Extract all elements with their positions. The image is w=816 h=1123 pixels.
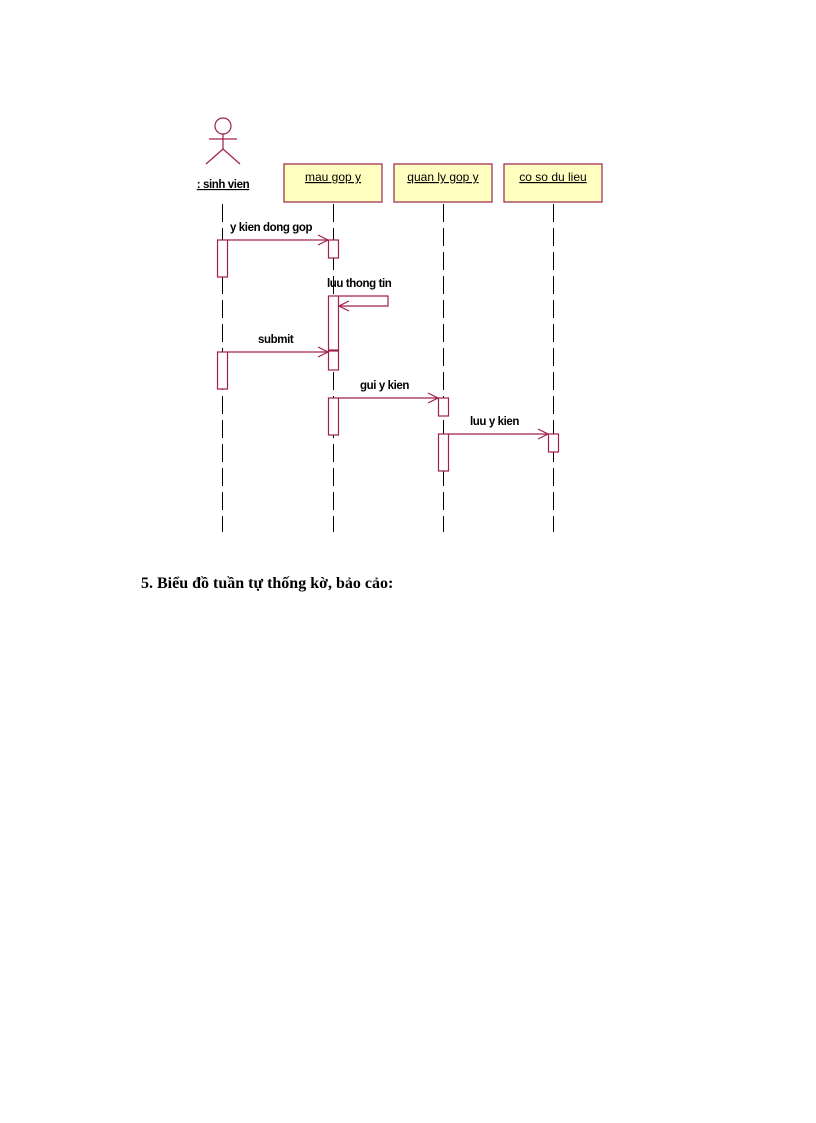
message-label: luu y kien (470, 416, 519, 428)
object-co-so-du-lieu: co so du lieu (503, 163, 603, 203)
actor-head-icon (214, 117, 232, 135)
object-label: mau gop y (305, 170, 361, 184)
arrow-head-icon (337, 300, 350, 312)
activation (216, 351, 229, 390)
actor-sinh-vien (205, 117, 241, 165)
message-luu-thong-tin (337, 295, 389, 312)
object-label: quan ly gop y (407, 170, 478, 184)
message-label: luu thong tin (327, 278, 392, 290)
messages (227, 234, 550, 440)
object-mau-gop-y: mau gop y (283, 163, 383, 203)
activations (216, 239, 560, 472)
activation (437, 433, 450, 472)
lifelines (222, 204, 554, 532)
object-label: co so du lieu (519, 170, 586, 184)
message-y-kien-dong-gop (227, 234, 330, 246)
section-heading: 5. Biểu đồ tuần tự thống kờ, bảo cảo: (141, 575, 394, 592)
arrow-head-icon (427, 392, 440, 404)
message-submit (227, 346, 330, 358)
activation (327, 350, 340, 371)
activation (327, 239, 340, 259)
message-label: gui y kien (360, 380, 409, 392)
activation (547, 433, 560, 453)
activation (327, 397, 340, 436)
actor-label: : sinh vien (197, 179, 250, 191)
message-label: submit (258, 334, 294, 346)
message-gui-y-kien (338, 392, 440, 404)
activation (327, 295, 340, 351)
object-quan-ly-gop-y: quan ly gop y (393, 163, 493, 203)
arrow-head-icon (537, 428, 550, 440)
message-label: y kien dong gop (230, 222, 313, 234)
arrow-head-icon (317, 346, 330, 358)
sequence-diagram: : sinh vien mau gop y quan ly gop y co s… (197, 117, 603, 532)
activation (437, 397, 450, 417)
arrow-head-icon (317, 234, 330, 246)
activation (216, 239, 229, 278)
message-luu-y-kien (448, 428, 550, 440)
